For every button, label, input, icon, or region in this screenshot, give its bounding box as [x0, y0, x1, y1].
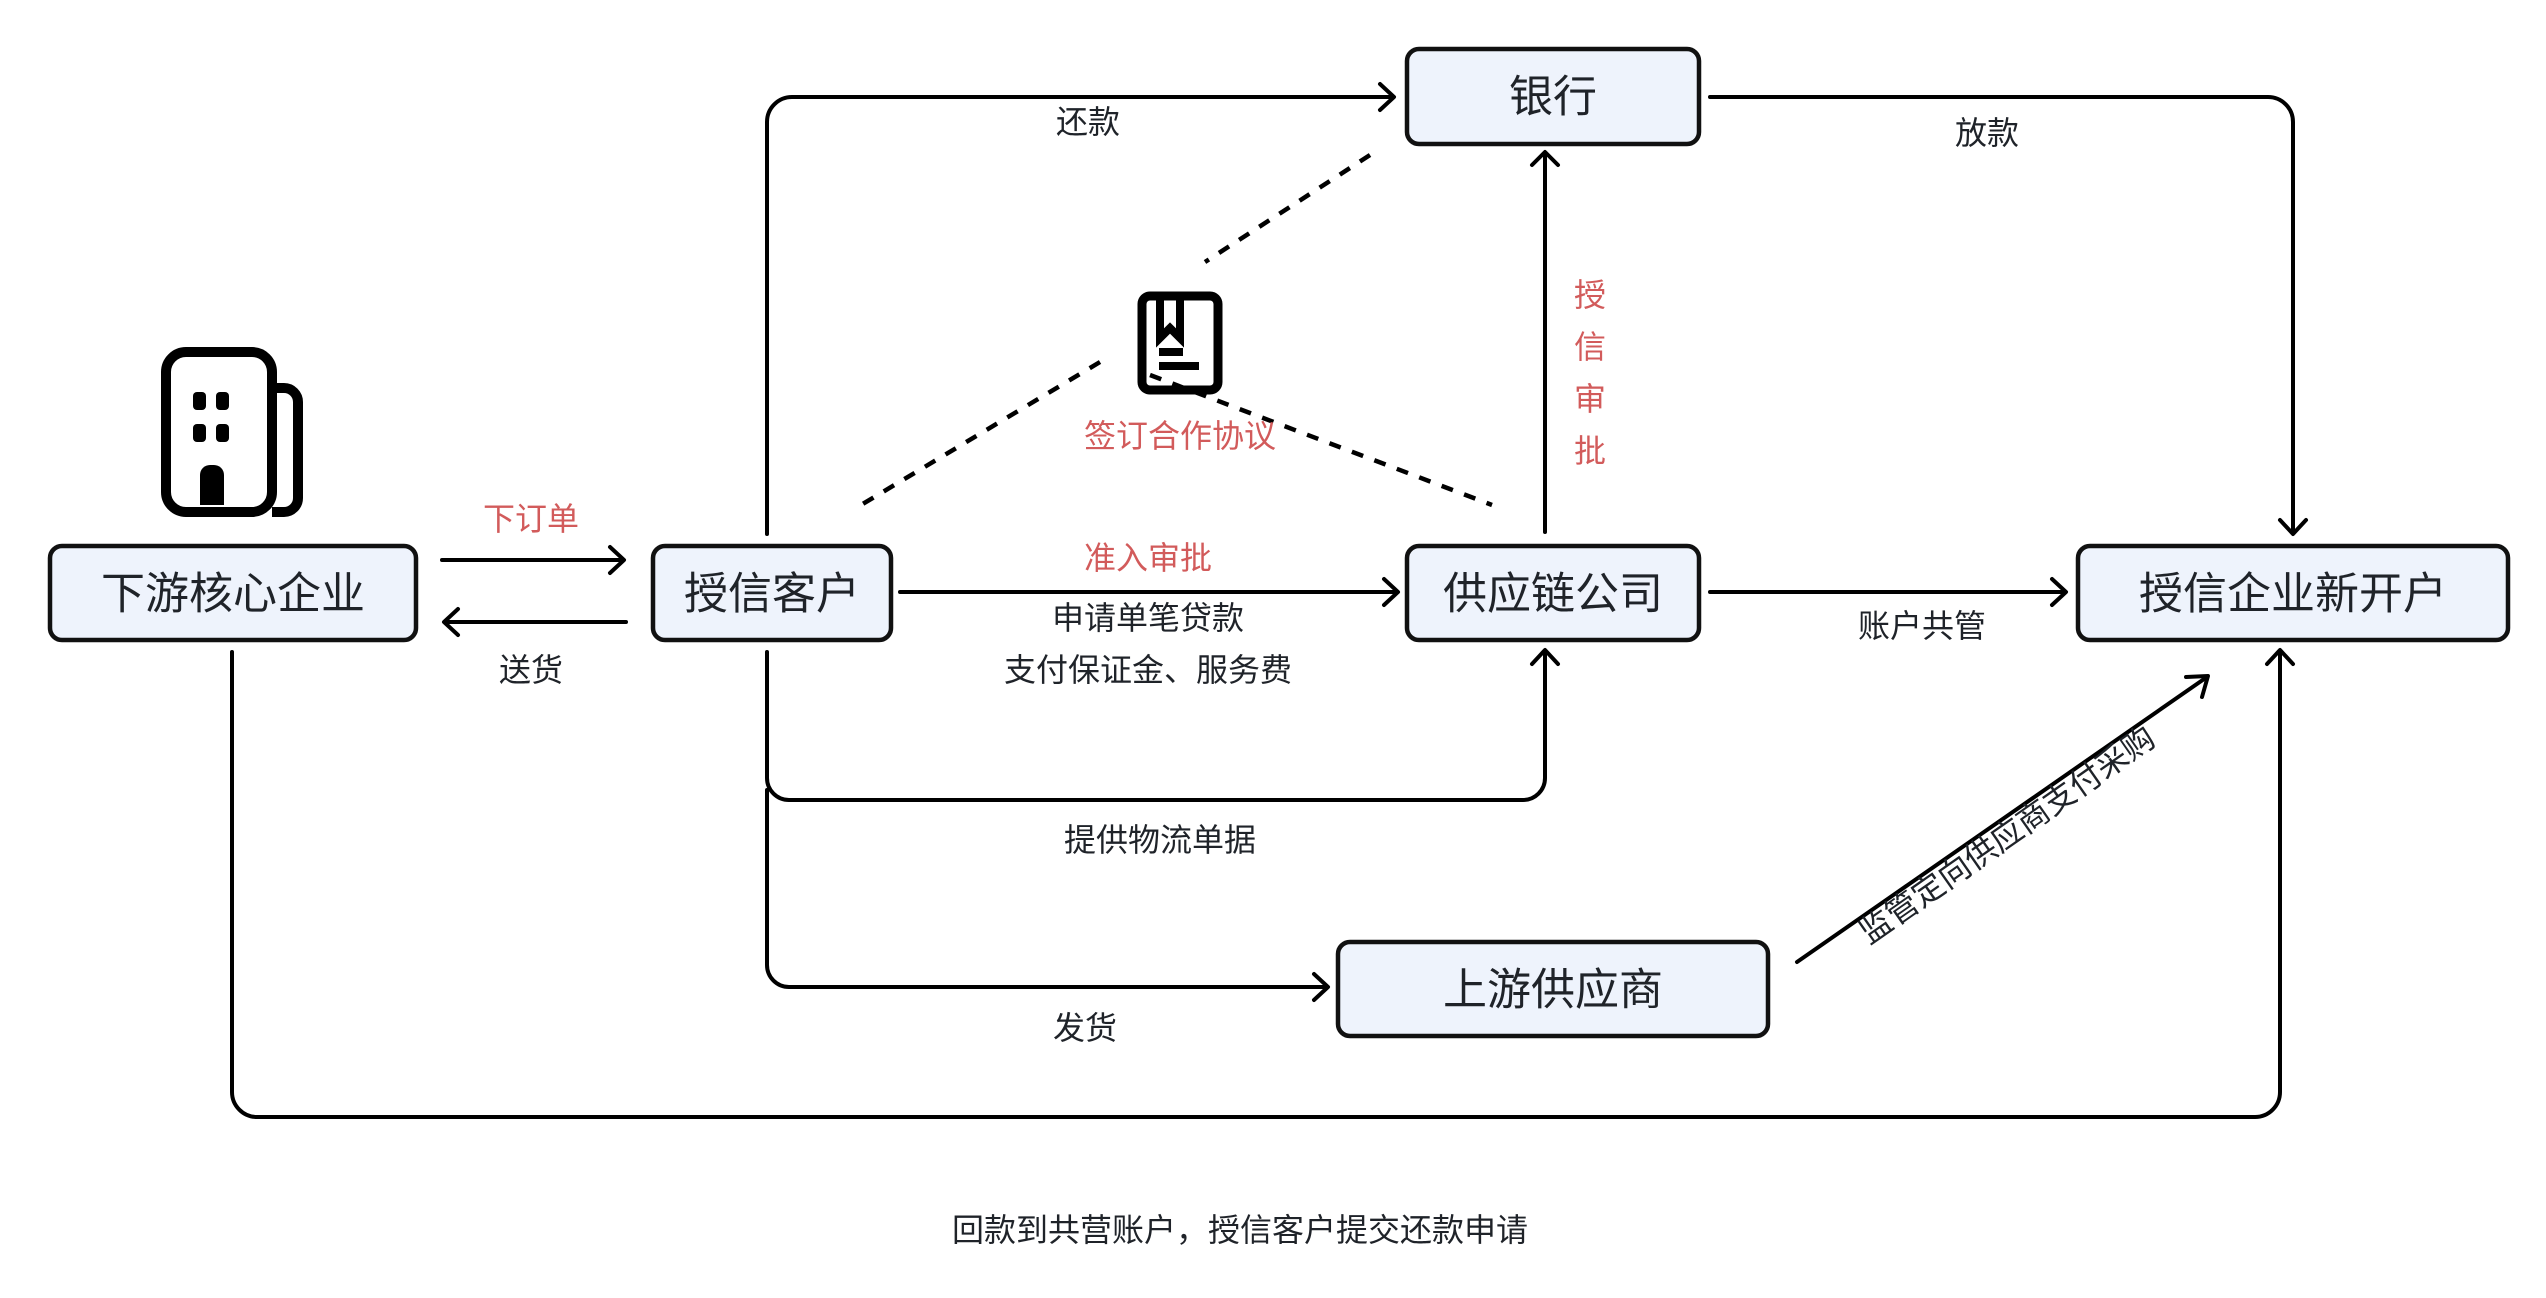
- edge-repayment-request: [230, 648, 2295, 1119]
- label-account-co-manage: 账户共管: [1858, 607, 1986, 645]
- label-place-order: 下订单: [483, 500, 579, 538]
- label-credit-approval-char: 批: [1574, 432, 1606, 470]
- edge-deliver-goods: [442, 607, 628, 637]
- agreement-link-customer: [854, 360, 1102, 510]
- label-deliver-goods: 送货: [499, 651, 563, 689]
- document-bookmark-icon: [1137, 291, 1223, 395]
- node-downstream-core[interactable]: 下游核心企业: [47, 543, 419, 643]
- label-repay: 还款: [1056, 103, 1120, 141]
- node-new-account[interactable]: 授信企业新开户: [2075, 543, 2511, 643]
- edge-logistics-docs: [765, 648, 1560, 802]
- node-upstream-supplier-label: 上游供应商: [1443, 965, 1663, 1016]
- node-new-account-label: 授信企业新开户: [2139, 569, 2447, 620]
- edge-supervised-payment: [1795, 674, 2210, 964]
- label-credit-approval-char: 信: [1574, 328, 1606, 366]
- node-supply-chain-company[interactable]: 供应链公司: [1404, 543, 1702, 643]
- label-access-approval: 准入审批: [1084, 539, 1212, 577]
- edge-access-approval: [898, 577, 1400, 607]
- building-icon: [161, 347, 303, 517]
- edge-account-co-manage: [1708, 577, 2068, 607]
- label-ship: 发货: [1053, 1009, 1117, 1047]
- edge-repay: [765, 82, 1396, 536]
- node-credit-customer[interactable]: 授信客户: [650, 543, 894, 643]
- label-logistics-docs: 提供物流单据: [1064, 821, 1256, 859]
- label-credit-approval-char: 审: [1574, 380, 1606, 418]
- label-disburse: 放款: [1955, 114, 2019, 152]
- node-upstream-supplier[interactable]: 上游供应商: [1335, 939, 1771, 1039]
- node-supply-chain-company-label: 供应链公司: [1443, 569, 1663, 620]
- node-downstream-core-label: 下游核心企业: [101, 569, 365, 620]
- edge-disburse: [1708, 95, 2308, 536]
- label-supervised-payment: 监管定向供应商支付采购: [1852, 718, 2162, 951]
- node-bank-label: 银行: [1509, 72, 1597, 123]
- label-repayment-request: 回款到共营账户，授信客户提交还款申请: [952, 1211, 1528, 1249]
- label-credit-approval: 授 信 审 批: [1574, 276, 1606, 470]
- agreement-link-bank: [1203, 153, 1372, 264]
- label-credit-approval-char: 授: [1574, 276, 1606, 314]
- edge-place-order: [440, 545, 626, 575]
- label-apply-loan: 申请单笔贷款: [1052, 599, 1244, 637]
- edge-credit-approval: [1530, 150, 1560, 534]
- edge-ship: [765, 788, 1330, 1002]
- node-credit-customer-label: 授信客户: [684, 569, 860, 620]
- label-pay-deposit: 支付保证金、服务费: [1004, 651, 1292, 689]
- node-bank[interactable]: 银行: [1404, 46, 1702, 147]
- label-sign-agreement: 签订合作协议: [1084, 417, 1276, 455]
